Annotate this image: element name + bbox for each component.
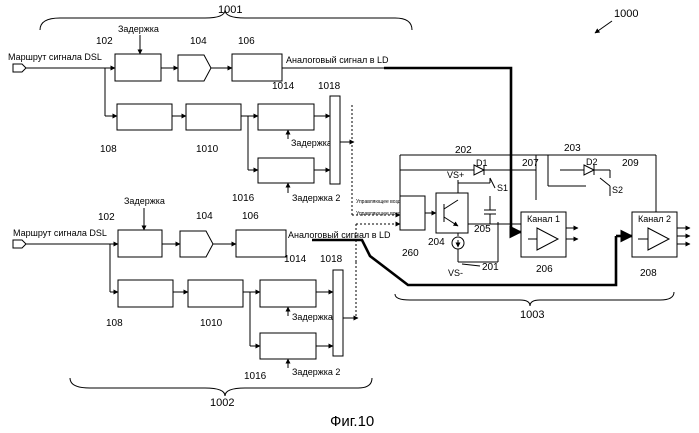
top-box-102 xyxy=(115,54,161,81)
channel-2-label: Канал 2 xyxy=(638,214,671,224)
bottom-ref-108: 108 xyxy=(106,318,123,329)
top-input-connector xyxy=(13,64,26,72)
ref-203: 203 xyxy=(564,143,581,154)
top-ref-1010: 1010 xyxy=(196,144,219,155)
bottom-box-1018 xyxy=(333,270,343,356)
bottom-ref-106: 106 xyxy=(242,211,259,222)
bottom-chain: Маршрут сигнала DSL 102 Задержка 104 106… xyxy=(13,196,400,382)
bottom-ref-1010: 1010 xyxy=(200,318,223,329)
top-ref-1018: 1018 xyxy=(318,81,341,92)
channel-1-label: Канал 1 xyxy=(527,214,560,224)
ref-208: 208 xyxy=(640,268,657,279)
vs-minus-label: VS- xyxy=(448,268,463,278)
bottom-box-104 xyxy=(180,231,213,257)
bottom-box-1010 xyxy=(188,280,243,307)
bottom-input-label: Маршрут сигнала DSL xyxy=(13,228,107,238)
bottom-ref-104: 104 xyxy=(196,211,213,222)
top-ref-1014: 1014 xyxy=(272,81,295,92)
block-260 xyxy=(400,196,425,230)
block-204 xyxy=(436,193,468,233)
d1-label: D1 xyxy=(476,158,488,168)
top-delay-label: Задержка xyxy=(118,24,159,34)
top-input-label: Маршрут сигнала DSL xyxy=(8,52,102,62)
driver-section: Управляющее воздействие 1 Управляющее во… xyxy=(356,143,690,279)
top-ref-106: 106 xyxy=(238,36,255,47)
bottom-ref-1018: 1018 xyxy=(320,254,343,265)
top-ref-104: 104 xyxy=(190,36,207,47)
bottom-box-1016 xyxy=(260,333,316,359)
s2-label: S2 xyxy=(612,185,623,195)
top-delay2-label: Задержка 2 xyxy=(292,193,340,203)
ref-205: 205 xyxy=(474,224,491,235)
top-ref-108: 108 xyxy=(100,144,117,155)
bottom-input-connector xyxy=(13,240,26,248)
bottom-box-106 xyxy=(236,230,286,257)
bottom-ref-1014: 1014 xyxy=(284,254,307,265)
brace-1003 xyxy=(395,292,674,306)
group-1003-label: 1003 xyxy=(520,309,544,321)
group-1001-label: 1001 xyxy=(218,4,242,16)
bottom-ref-102: 102 xyxy=(98,212,115,223)
group-1002-label: 1002 xyxy=(210,397,234,409)
d2-label: D2 xyxy=(586,157,598,167)
ref-209: 209 xyxy=(622,158,639,169)
brace-1002 xyxy=(70,378,372,396)
vs-plus-label: VS+ xyxy=(447,170,464,180)
top-box-106 xyxy=(232,54,282,81)
top-ref-102: 102 xyxy=(96,36,113,47)
bottom-delay2-label: Задержка 2 xyxy=(292,367,340,377)
top-box-104 xyxy=(178,55,211,81)
bottom-analog-label: Аналоговый сигнал в LD xyxy=(288,230,391,240)
bottom-box-108 xyxy=(118,280,173,307)
ref-201: 201 xyxy=(482,262,499,273)
bottom-ref-1016: 1016 xyxy=(244,371,267,382)
ref-260: 260 xyxy=(402,248,419,259)
top-box-1018 xyxy=(330,96,340,184)
bottom-box-102 xyxy=(118,230,162,257)
top-ref-1016: 1016 xyxy=(232,193,255,204)
s1-label: S1 xyxy=(497,183,508,193)
figure-caption: Фиг.10 xyxy=(330,413,374,430)
top-box-1014 xyxy=(258,104,314,130)
figure-ref-1000: 1000 xyxy=(614,8,638,20)
ref-206: 206 xyxy=(536,264,553,275)
top-analog-label: Аналоговый сигнал в LD xyxy=(286,55,389,65)
brace-1001 xyxy=(40,10,412,30)
bottom-delay-label: Задержка xyxy=(124,196,165,206)
top-box-1016 xyxy=(258,158,314,183)
bottom-box-1014 xyxy=(260,280,316,307)
ref-202: 202 xyxy=(455,145,472,156)
top-box-1010 xyxy=(186,104,241,130)
ref-1000-arrow xyxy=(595,21,612,33)
top-box-108 xyxy=(117,104,172,130)
top-chain: Маршрут сигнала DSL 102 Задержка 104 106… xyxy=(8,24,400,215)
ref-207: 207 xyxy=(522,158,539,169)
ref-204: 204 xyxy=(428,237,445,248)
